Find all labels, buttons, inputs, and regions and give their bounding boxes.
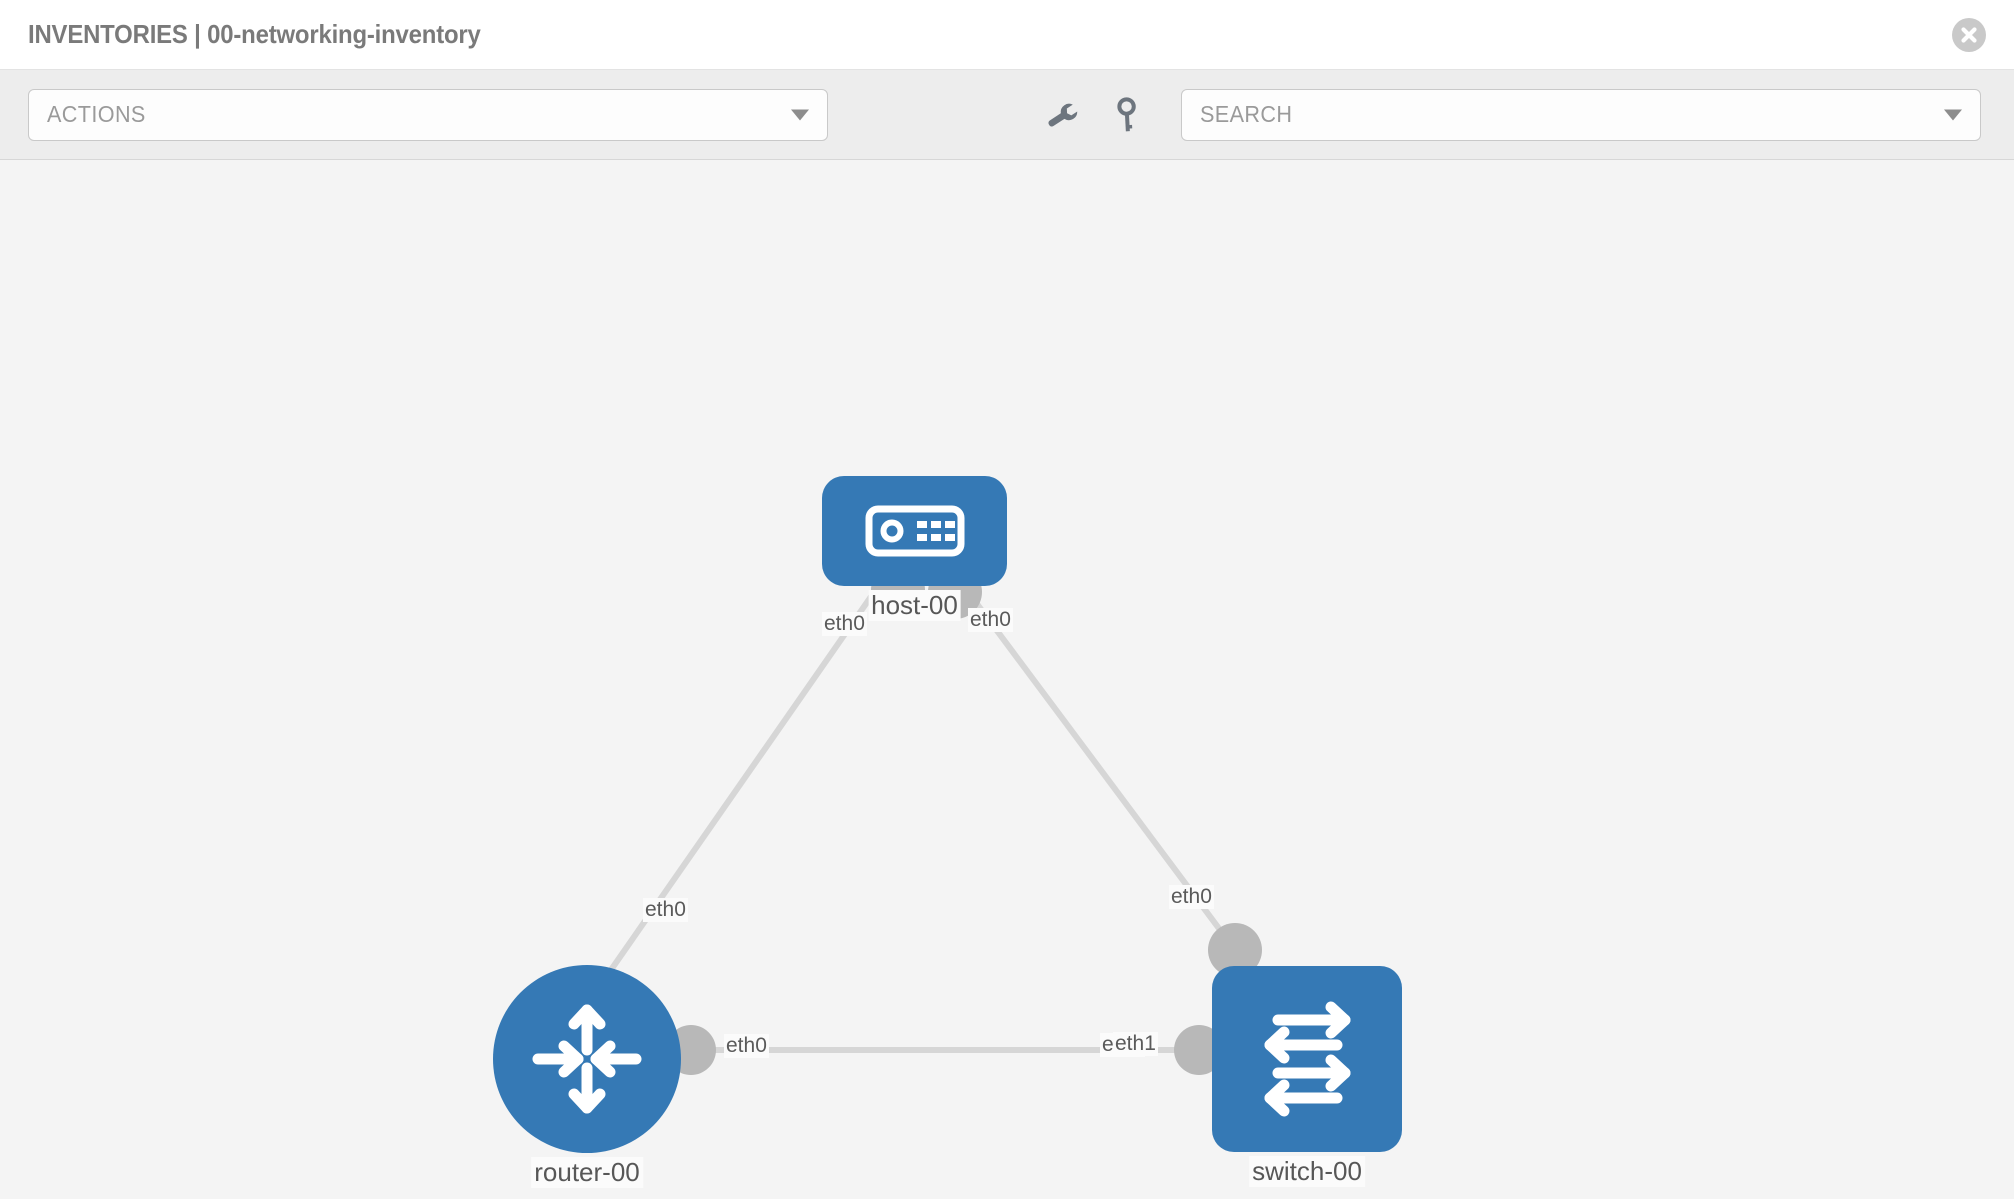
topology-canvas[interactable]: host-00 rout: [0, 160, 2014, 1199]
topology-links-layer: [587, 563, 1262, 1075]
iface-label-router-up: eth0: [643, 898, 688, 923]
iface-label-switch-up: eth0: [1169, 885, 1214, 910]
node-label-switch-00: switch-00: [1249, 1156, 1365, 1187]
chevron-down-icon: [791, 109, 809, 120]
iface-label-router-right: eth0: [724, 1034, 769, 1059]
link-router-host[interactable]: [587, 563, 896, 1002]
host-node-shape[interactable]: [822, 476, 1007, 586]
key-icon[interactable]: [1109, 96, 1145, 133]
actions-dropdown[interactable]: ACTIONS: [28, 88, 828, 141]
switch-arrows-icon: [1264, 1001, 1350, 1117]
app-header: INVENTORIES | 00-networking-inventory: [0, 0, 2014, 70]
page-title: INVENTORIES | 00-networking-inventory: [28, 19, 481, 49]
chevron-down-icon: [1944, 109, 1962, 120]
node-label-router-00: router-00: [531, 1157, 643, 1188]
router-node-shape[interactable]: [493, 965, 681, 1153]
search-placeholder: SEARCH: [1200, 101, 1293, 127]
server-device-icon: [865, 505, 964, 557]
switch-node-shape[interactable]: [1212, 966, 1402, 1152]
connector-switch-left: [1174, 1025, 1224, 1075]
router-arrows-icon: [532, 1004, 642, 1114]
wrench-icon[interactable]: [1045, 97, 1081, 133]
toolbar-icon-group: [1045, 96, 1145, 133]
node-host-00[interactable]: host-00: [822, 476, 1007, 621]
iface-label-host-right: eth0: [968, 608, 1013, 633]
iface-label-host-left: eth0: [822, 612, 867, 637]
close-icon[interactable]: [1952, 17, 1986, 52]
close-circle-icon: [1952, 17, 1986, 52]
node-switch-00[interactable]: switch-00: [1212, 966, 1402, 1187]
actions-dropdown-label: ACTIONS: [47, 101, 146, 127]
iface-label-switch-left-front: eth1: [1113, 1032, 1158, 1057]
search-input[interactable]: SEARCH: [1181, 88, 1981, 141]
node-router-00[interactable]: router-00: [493, 965, 681, 1188]
connector-switch-top: [1208, 923, 1262, 977]
toolbar: ACTIONS SEARCH: [0, 70, 2014, 160]
node-label-host-00: host-00: [868, 590, 961, 621]
